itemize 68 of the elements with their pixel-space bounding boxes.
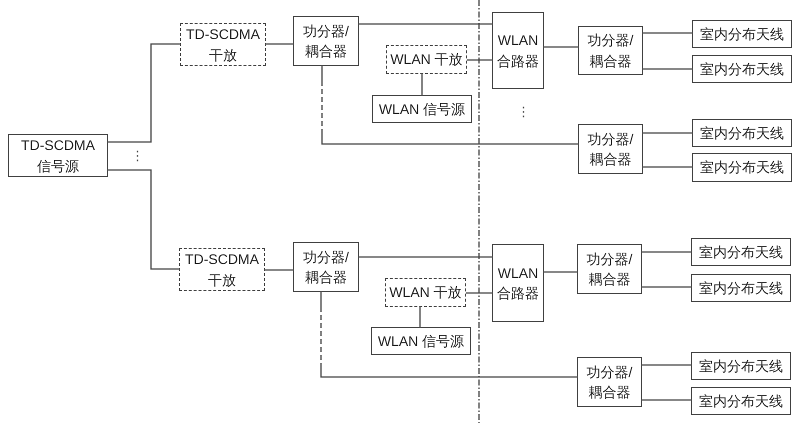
node-label: 室内分布天线 xyxy=(700,60,784,79)
node-label: 室内分布天线 xyxy=(699,392,783,411)
splitter-box xyxy=(293,242,359,292)
node-label: WLAN 干放 xyxy=(390,50,463,70)
splitter-box xyxy=(577,357,642,407)
connector-line xyxy=(643,132,692,134)
node-label: 功分器/耦合器 xyxy=(302,22,350,61)
node-label: 室内分布天线 xyxy=(700,158,784,178)
node-label: TD-SCDMA 干放 xyxy=(184,250,260,290)
repeater-box xyxy=(386,45,467,74)
splitter-box xyxy=(578,26,643,75)
connector-line xyxy=(643,32,692,34)
node-label: 室内分布天线 xyxy=(699,242,783,262)
connector-line xyxy=(359,256,492,258)
combiner-box xyxy=(492,12,544,89)
connector-line xyxy=(108,169,179,270)
connector-line xyxy=(643,166,692,168)
node-label: 室内分布天线 xyxy=(700,24,784,44)
connector-line xyxy=(642,251,691,253)
combiner-box xyxy=(492,244,544,322)
connector-line xyxy=(642,286,691,288)
node-label: 室内分布天线 xyxy=(700,124,784,143)
node-label: WLAN 干放 xyxy=(389,283,462,302)
antenna-box xyxy=(691,352,791,380)
splitter-box xyxy=(578,124,643,174)
node-label: TD-SCDMA 信号源 xyxy=(20,136,96,176)
vertical-ellipsis: ⋮ xyxy=(131,149,144,162)
node-label: 功分器/耦合器 xyxy=(586,130,634,169)
connector-line xyxy=(544,46,578,48)
connector-line xyxy=(419,307,421,327)
connector-line xyxy=(321,66,578,145)
connector-line xyxy=(108,43,180,143)
antenna-box xyxy=(692,153,792,182)
antenna-box xyxy=(691,387,791,415)
node-label: WLAN 信号源 xyxy=(378,100,466,119)
node-label: WLAN 合路器 xyxy=(496,31,540,70)
antenna-box xyxy=(692,119,792,147)
connector-line xyxy=(642,399,691,401)
connector-line xyxy=(544,271,577,273)
splitter-box xyxy=(577,244,642,294)
antenna-box xyxy=(692,20,792,48)
connector-line xyxy=(467,59,492,61)
signal-source-box xyxy=(372,95,472,123)
node-label: 功分器/耦合器 xyxy=(586,362,634,402)
node-label: 室内分布天线 xyxy=(699,278,783,298)
node-label: WLAN 信号源 xyxy=(378,332,464,351)
repeater-box xyxy=(385,278,466,307)
antenna-box xyxy=(691,274,791,302)
connector-line xyxy=(421,74,423,95)
connector-line xyxy=(359,23,492,25)
connector-line xyxy=(265,269,293,271)
connector-line xyxy=(266,43,293,45)
node-label: 功分器/耦合器 xyxy=(586,250,634,289)
node-label: TD-SCDMA 干放 xyxy=(185,25,261,64)
splitter-box xyxy=(293,16,359,66)
antenna-box xyxy=(692,55,792,83)
vertical-ellipsis: ⋮ xyxy=(517,105,530,118)
signal-source-box xyxy=(371,327,471,355)
connector-line xyxy=(643,68,692,70)
node-label: 室内分布天线 xyxy=(699,356,783,376)
connector-line xyxy=(466,292,492,294)
connector-line xyxy=(320,292,577,378)
node-label: WLAN 合路器 xyxy=(496,264,540,303)
antenna-box xyxy=(691,238,791,266)
node-label: 功分器/耦合器 xyxy=(302,248,350,287)
connector-line xyxy=(642,364,691,366)
signal-source-box xyxy=(8,134,108,177)
node-label: 功分器/耦合器 xyxy=(586,31,634,70)
